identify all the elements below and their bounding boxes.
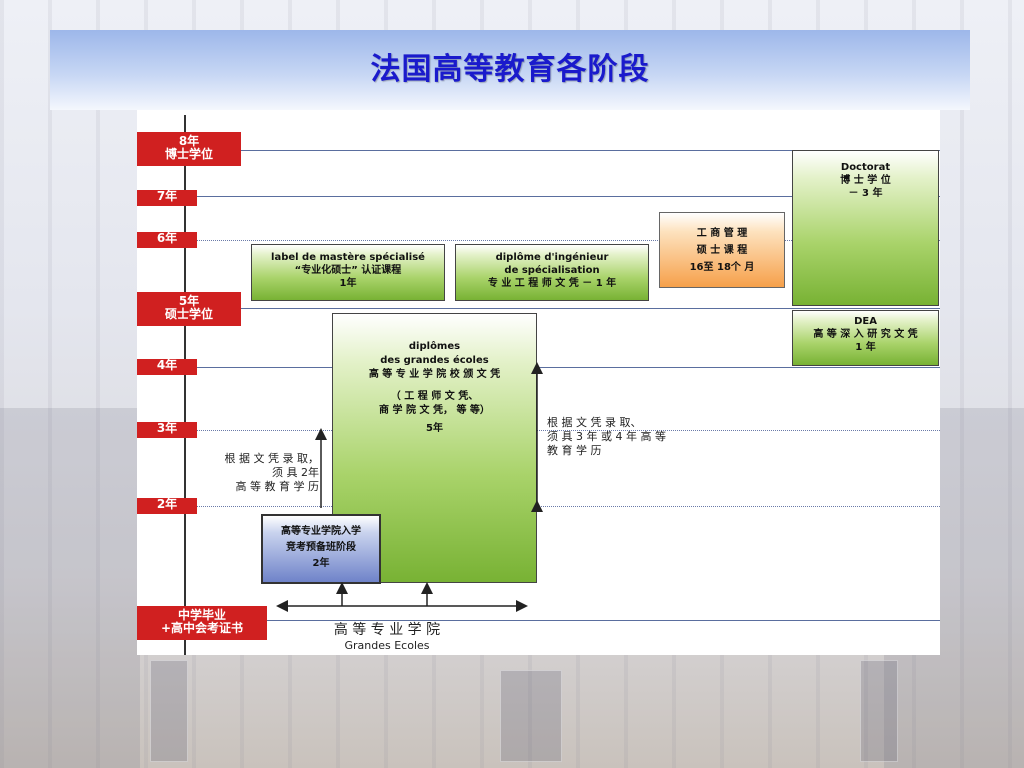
year-label-5: 5年 硕士学位 (137, 292, 241, 326)
note-text: 教 育 学 历 (547, 444, 602, 457)
line-year-0 (241, 620, 940, 621)
education-stages-diagram: 8年 博士学位 7年 6年 5年 硕士学位 4年 3年 2年 中学毕业 +高中会… (137, 110, 940, 655)
year-label-3: 3年 (137, 422, 197, 438)
year-label-text: 6年 (156, 231, 178, 245)
line-year-3 (197, 430, 940, 431)
line-year-8 (241, 150, 940, 151)
background-window (860, 660, 898, 762)
year-label-text: 8年 (178, 134, 200, 148)
slide-title: 法国高等教育各阶段 (370, 52, 650, 87)
box-text: 1年 (339, 278, 357, 289)
year-label-text: 2年 (156, 497, 178, 511)
background-window (150, 660, 188, 762)
background-building-left (0, 408, 140, 768)
box-text: 博 士 学 位 (840, 175, 891, 186)
box-text: 高等专业学院入学 (281, 526, 361, 537)
vertical-axis (184, 115, 186, 655)
footer-label: 高 等 专 业 学 院 Grandes Ecoles (322, 622, 452, 654)
footer-label-cn: 高 等 专 业 学 院 (333, 622, 441, 638)
box-text: diplôme d'ingénieur (495, 252, 609, 263)
year-label-7: 7年 (137, 190, 197, 206)
box-text: 专 业 工 程 师 文 凭 － 1 年 (487, 278, 617, 289)
doctorat-box: Doctorat 博 士 学 位 － 3 年 (792, 150, 939, 306)
year-label-text: 4年 (156, 358, 178, 372)
line-year-4 (197, 367, 940, 368)
line-year-5 (241, 308, 940, 309)
year-label-4: 4年 (137, 359, 197, 375)
year-label-text: 5年 (178, 294, 200, 308)
title-banner: 法国高等教育各阶段 (50, 30, 970, 110)
box-text: 商 学 院 文 凭， 等 等） (379, 405, 490, 416)
background-window (500, 670, 562, 762)
box-text: diplômes (408, 341, 461, 352)
footer-label-fr: Grandes Ecoles (344, 639, 430, 652)
year-label-8: 8年 博士学位 (137, 132, 241, 166)
box-text: DEA (854, 316, 877, 327)
year-label-0: 中学毕业 +高中会考证书 (137, 606, 267, 640)
box-text: de spécialisation (504, 265, 600, 276)
line-year-2 (197, 506, 940, 507)
year-label-text: 硕士学位 (164, 307, 213, 321)
left-admission-note: 根 据 文 凭 录 取， 须 具 2年 高 等 教 育 学 历 (199, 452, 319, 494)
mastere-box: label de mastère spécialisé “专业化硕士” 认证课程… (251, 244, 445, 301)
box-text: 高 等 深 入 研 究 文 凭 (813, 329, 918, 340)
ingenieur-box: diplôme d'ingénieur de spécialisation 专 … (455, 244, 649, 301)
note-text: 根 据 文 凭 录 取， (224, 452, 319, 465)
right-admission-note: 根 据 文 凭 录 取、 须 具 3 年 或 4 年 高 等 教 育 学 历 (547, 416, 717, 458)
arrows-layer (276, 362, 543, 612)
line-year-6 (197, 240, 940, 241)
box-text: 1 年 (855, 342, 876, 353)
box-text: 高 等 专 业 学 院 校 颁 文 凭 (368, 369, 501, 380)
box-text: 竞考预备班阶段 (286, 542, 356, 553)
note-text: 须 具 2年 (272, 466, 319, 479)
box-text: 2年 (312, 558, 330, 569)
box-text: 5年 (426, 423, 443, 434)
box-text: 硕 士 课 程 (696, 245, 748, 256)
year-label-2: 2年 (137, 498, 197, 514)
note-text: 根 据 文 凭 录 取、 (547, 416, 642, 429)
box-text: des grandes écoles (380, 355, 489, 366)
year-label-text: 7年 (156, 189, 178, 203)
year-label-text: 中学毕业 (177, 608, 226, 622)
box-text: － 3 年 (848, 188, 883, 199)
box-text: 16至 18个 月 (689, 262, 755, 273)
year-label-6: 6年 (137, 232, 197, 248)
note-text: 高 等 教 育 学 历 (235, 480, 319, 493)
year-label-text: +高中会考证书 (160, 621, 244, 635)
note-text: 须 具 3 年 或 4 年 高 等 (547, 430, 666, 443)
year-label-text: 3年 (156, 421, 178, 435)
dea-box: DEA 高 等 深 入 研 究 文 凭 1 年 (792, 310, 939, 366)
box-text: “专业化硕士” 认证课程 (294, 265, 402, 276)
box-text: 工 商 管 理 (696, 228, 748, 239)
box-text: Doctorat (840, 162, 891, 173)
line-year-7 (197, 196, 940, 197)
year-label-text: 博士学位 (164, 147, 213, 161)
box-text: label de mastère spécialisé (271, 252, 425, 263)
prepa-box: 高等专业学院入学 竞考预备班阶段 2年 (261, 514, 381, 584)
mba-box: 工 商 管 理 硕 士 课 程 16至 18个 月 (659, 212, 785, 288)
box-text: （ 工 程 师 文 凭、 (390, 391, 479, 402)
